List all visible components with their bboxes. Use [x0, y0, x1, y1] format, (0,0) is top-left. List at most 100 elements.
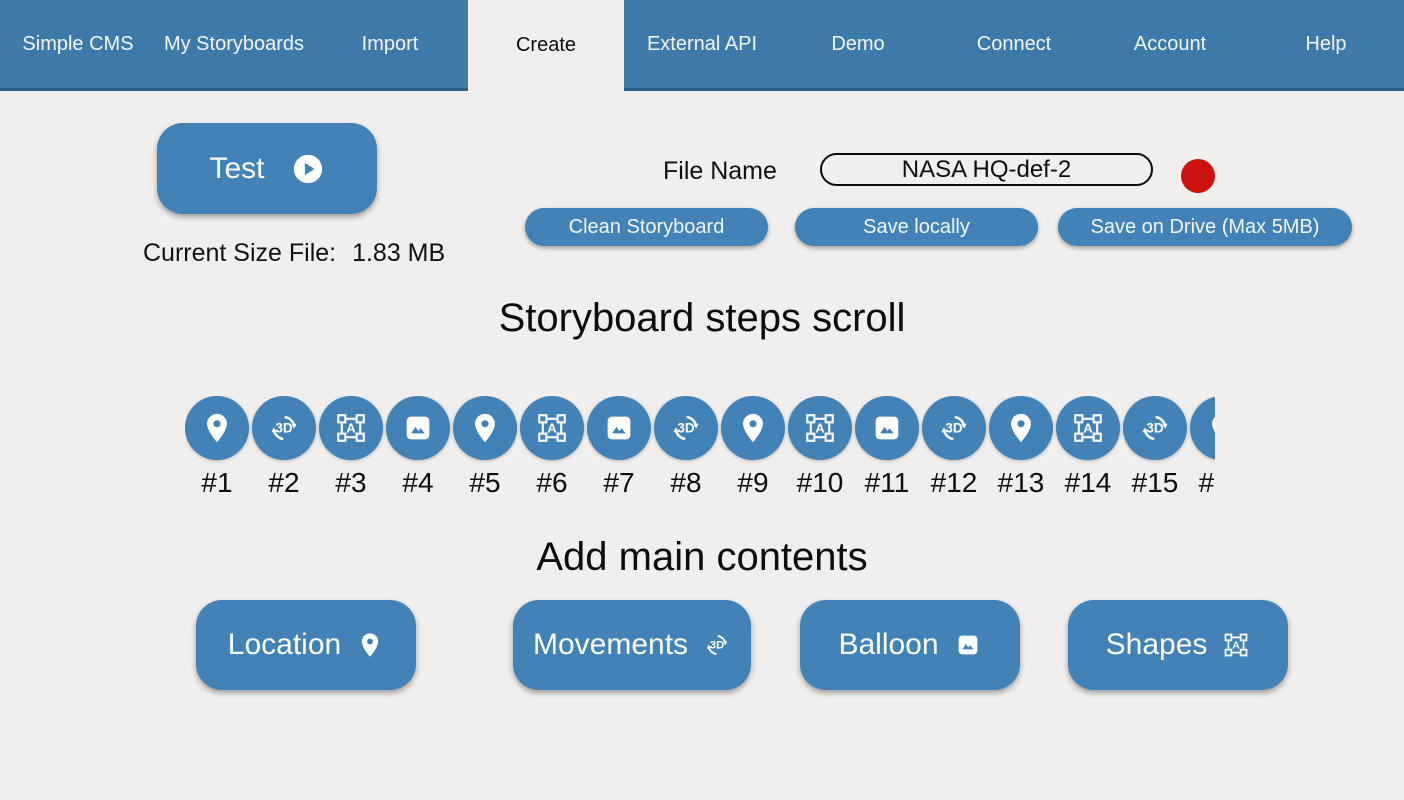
nav-item-import[interactable]: Import — [312, 0, 468, 88]
svg-text:3D: 3D — [275, 420, 292, 435]
step-item: 3D #12 — [922, 396, 986, 508]
step-item: #5 — [453, 396, 517, 508]
nav-item-label: Create — [515, 34, 577, 56]
steps-scroll-row[interactable]: #1 3D #2 A #3 #4 #5 A #6 #7 3D #8 #9 A #10 #11 3D #12 #13 A… — [185, 396, 1215, 508]
step-circle-button[interactable] — [721, 396, 785, 460]
step-item: A #3 — [319, 396, 383, 508]
nav-item-label: Demo — [831, 32, 885, 55]
step-circle-button[interactable]: 3D — [252, 396, 316, 460]
shape-transform-icon: A — [803, 411, 837, 445]
step-item: #7 — [587, 396, 651, 508]
step-item: 3D #8 — [654, 396, 718, 508]
save-locally-button[interactable]: Save locally — [795, 208, 1038, 246]
3d-rotation-icon: 3D — [937, 411, 971, 445]
nav-item-create[interactable]: Create — [468, 0, 624, 91]
file-size-text: Current Size File: 1.83 MB — [143, 239, 445, 268]
step-circle-button[interactable] — [453, 396, 517, 460]
step-item: #13 — [989, 396, 1053, 508]
movements-button[interactable]: Movements 3D — [513, 600, 751, 690]
svg-text:3D: 3D — [677, 420, 694, 435]
svg-text:A: A — [1083, 421, 1092, 436]
step-item: #9 — [721, 396, 785, 508]
step-circle-button[interactable]: 3D — [1123, 396, 1187, 460]
nav-item-simple-cms[interactable]: Simple CMS — [0, 0, 156, 88]
step-label: #6 — [536, 467, 568, 498]
step-circle-button[interactable] — [185, 396, 249, 460]
step-item: #4 — [386, 396, 450, 508]
shape-transform-icon: A — [1222, 631, 1250, 659]
nav-item-help[interactable]: Help — [1248, 0, 1404, 88]
balloon-button[interactable]: Balloon — [800, 600, 1020, 690]
nav-item-external-api[interactable]: External API — [624, 0, 780, 88]
step-circle-button[interactable]: A — [319, 396, 383, 460]
step-label: #8 — [670, 467, 702, 498]
nav-item-label: Simple CMS — [22, 32, 134, 55]
nav-item-demo[interactable]: Demo — [780, 0, 936, 88]
step-item: 3D#15 — [1123, 396, 1187, 508]
clean-storyboard-label: Clean Storyboard — [568, 215, 725, 238]
step-circle-button[interactable] — [386, 396, 450, 460]
nav-item-connect[interactable]: Connect — [936, 0, 1092, 88]
clean-storyboard-button[interactable]: Clean Storyboard — [525, 208, 768, 246]
step-item: 3D #2 — [252, 396, 316, 508]
save-on-drive-button[interactable]: Save on Drive (Max 5MB) — [1058, 208, 1352, 246]
contents-section-title: Add main contents — [536, 535, 868, 579]
shape-transform-icon: A — [1071, 411, 1105, 445]
svg-text:A: A — [346, 421, 355, 436]
step-label: #1 — [201, 467, 233, 498]
step-circle-button[interactable]: A — [520, 396, 584, 460]
3d-rotation-icon: 3D — [267, 411, 301, 445]
record-indicator-dot — [1181, 159, 1215, 193]
step-item: A #10 — [788, 396, 852, 508]
step-circle-button[interactable] — [855, 396, 919, 460]
3d-rotation-icon: 3D — [703, 631, 731, 659]
step-circle-button[interactable] — [587, 396, 651, 460]
image-icon — [602, 411, 636, 445]
step-circle-button[interactable]: 3D — [922, 396, 986, 460]
3d-rotation-icon: 3D — [1138, 411, 1172, 445]
svg-text:A: A — [1233, 640, 1241, 652]
step-label: #5 — [469, 467, 501, 498]
step-label: #16 — [1198, 467, 1215, 498]
step-label: #10 — [796, 467, 844, 498]
step-label: #9 — [737, 467, 769, 498]
step-label: #12 — [930, 467, 978, 498]
3d-rotation-icon: 3D — [669, 411, 703, 445]
top-nav: Simple CMS My Storyboards Import Create Exte… — [0, 0, 1404, 91]
step-item: #16 — [1190, 396, 1215, 508]
play-icon — [291, 152, 325, 186]
step-circle-button[interactable]: A — [788, 396, 852, 460]
image-icon — [870, 411, 904, 445]
step-label: #11 — [864, 467, 910, 498]
step-label: #3 — [335, 467, 367, 498]
step-circle-button[interactable]: 3D — [654, 396, 718, 460]
test-button[interactable]: Test — [157, 123, 377, 214]
step-circle-button[interactable] — [1190, 396, 1215, 460]
image-icon — [954, 631, 982, 659]
save-locally-label: Save locally — [863, 215, 970, 238]
step-label: #2 — [268, 467, 300, 498]
file-name-label: File Name — [663, 157, 777, 185]
test-button-label: Test — [209, 151, 265, 185]
nav-item-label: Help — [1305, 32, 1347, 55]
svg-text:A: A — [815, 421, 824, 436]
svg-text:3D: 3D — [945, 420, 962, 435]
location-button[interactable]: Location — [196, 600, 416, 690]
step-label: #13 — [997, 467, 1045, 498]
step-circle-button[interactable]: A — [1056, 396, 1120, 460]
nav-item-label: Connect — [976, 32, 1052, 55]
shape-transform-icon: A — [334, 411, 368, 445]
nav-item-account[interactable]: Account — [1092, 0, 1248, 88]
location-pin-icon — [356, 631, 384, 659]
nav-item-label: Account — [1133, 32, 1207, 55]
file-name-input[interactable] — [820, 153, 1153, 186]
content-button-label: Movements — [532, 628, 689, 661]
location-pin-icon — [1004, 411, 1038, 445]
nav-item-label: My Storyboards — [163, 32, 305, 55]
nav-item-my-storyboards[interactable]: My Storyboards — [156, 0, 312, 88]
location-pin-icon — [1205, 411, 1215, 445]
step-item: A#14 — [1056, 396, 1120, 508]
step-circle-button[interactable] — [989, 396, 1053, 460]
